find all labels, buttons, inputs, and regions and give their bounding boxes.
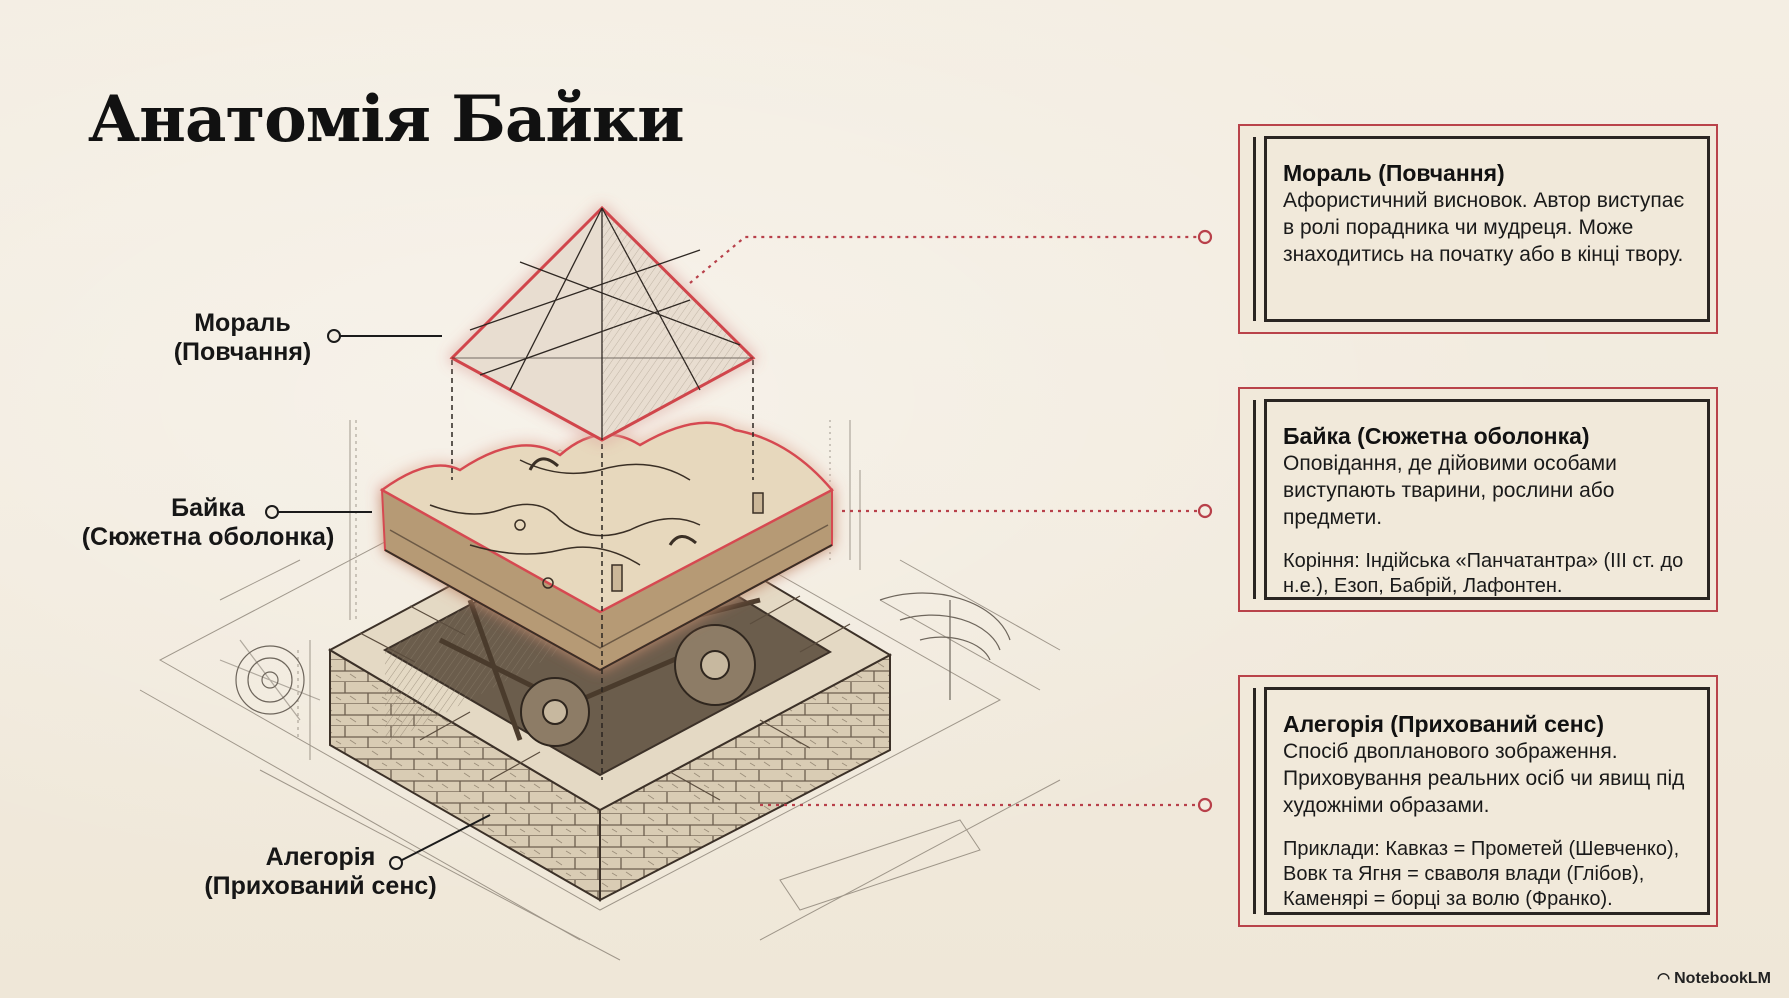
card-allegory-frame: Алегорія (Прихований сенс) Спосіб двопла… [1253,687,1710,915]
card-fable-roots: Коріння: Індійська «Панчатантра» (III ст… [1283,550,1684,597]
brand-name: NotebookLM [1674,970,1771,987]
card-allegory-text: Спосіб двопланового зображення. Приховув… [1283,740,1685,817]
card-fable-text: Оповідання, де дійовими особами виступаю… [1283,452,1617,529]
label-fable-line2: (Сюжетна оболонка) [81,523,335,551]
fable-slab-details [384,457,833,672]
label-allegory: Алегорія (Прихований сенс) [198,843,443,901]
card-moral-text: Афористичний висновок. Автор виступає в … [1283,189,1685,266]
label-moral-line2: (Повчання) [173,338,312,366]
label-allegory-line1: Алегорія [265,843,376,871]
card-fable: Байка (Сюжетна оболонка) Оповідання, де … [1238,387,1718,612]
right-connectors [689,235,1200,807]
card-allegory-examples: Приклади: Кавказ = Прометей (Шевченко), … [1283,838,1680,910]
card-fable-title: Байка (Сюжетна оболонка) [1283,423,1590,449]
page-title: Анатомія Байки [88,82,685,157]
card-fable-frame: Байка (Сюжетна оболонка) Оповідання, де … [1253,399,1710,600]
blueprint-lines [139,420,1061,961]
label-fable: Байка (Сюжетна оболонка) [72,494,344,552]
vertical-guides [451,360,754,780]
notebooklm-logo-icon: ◠ [1657,970,1671,987]
left-callouts [265,329,491,870]
label-moral: Мораль (Повчання) [160,309,325,367]
card-allegory-title: Алегорія (Прихований сенс) [1283,711,1605,737]
label-moral-line1: Мораль [194,309,291,337]
label-allegory-line2: (Прихований сенс) [204,872,437,900]
connector-endpoints [1197,229,1213,813]
arc-sketch-right [879,592,1011,700]
card-moral-frame: Мораль (Повчання) Афористичний висновок.… [1253,136,1710,322]
brand-badge: ◠NotebookLM [1657,969,1771,988]
card-moral-title: Мораль (Повчання) [1283,160,1505,186]
moral-pyramid-lines [452,207,753,440]
gear-sketch-left [219,639,321,721]
label-fable-line1: Байка [171,494,245,522]
card-allegory: Алегорія (Прихований сенс) Спосіб двопла… [1238,675,1718,927]
card-moral: Мораль (Повчання) Афористичний висновок.… [1238,124,1718,334]
